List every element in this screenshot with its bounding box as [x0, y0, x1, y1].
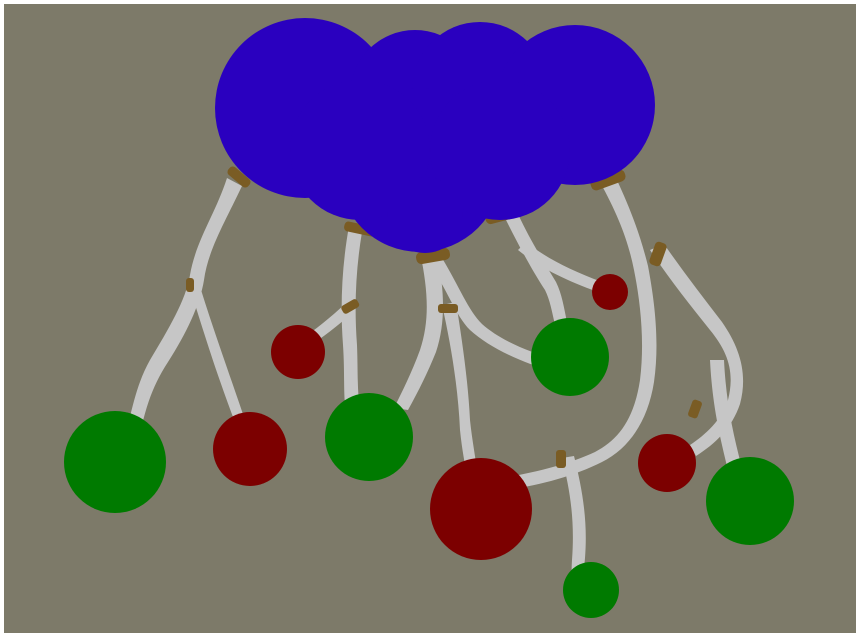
- stem-to-dark-red-small: [518, 242, 602, 292]
- red-balls: [213, 274, 696, 560]
- knot: [341, 299, 360, 314]
- green-ball: [706, 457, 794, 545]
- cloud: [215, 18, 655, 253]
- stem-right-cluster: [505, 214, 567, 325]
- green-ball: [563, 562, 619, 618]
- green-balls: [64, 318, 794, 618]
- cloud-lobe: [387, 177, 463, 253]
- cloud-lobe: [290, 80, 430, 220]
- stems: [128, 178, 744, 592]
- stem-left-inner: [188, 280, 246, 425]
- stem-right-fork: [650, 244, 744, 456]
- stem-right-far: [710, 360, 742, 470]
- knot: [649, 241, 667, 267]
- stem-bottom: [562, 456, 586, 592]
- knot: [438, 304, 458, 313]
- red-ball: [213, 412, 287, 486]
- red-ball: [638, 434, 696, 492]
- red-ball: [271, 325, 325, 379]
- knot: [186, 278, 194, 292]
- knot: [556, 450, 566, 468]
- stem-center-down: [442, 302, 478, 480]
- green-ball: [531, 318, 609, 396]
- red-ball: [430, 458, 532, 560]
- knots: [186, 166, 702, 468]
- stem-left-outer: [128, 178, 242, 425]
- stem-center-main: [394, 252, 443, 410]
- stem-center-left: [341, 226, 362, 412]
- knot: [227, 166, 251, 188]
- knot: [688, 399, 702, 419]
- knot: [590, 169, 626, 191]
- green-ball: [64, 411, 166, 513]
- green-ball: [325, 393, 413, 481]
- red-ball: [592, 274, 628, 310]
- cloud-lobe: [430, 80, 570, 220]
